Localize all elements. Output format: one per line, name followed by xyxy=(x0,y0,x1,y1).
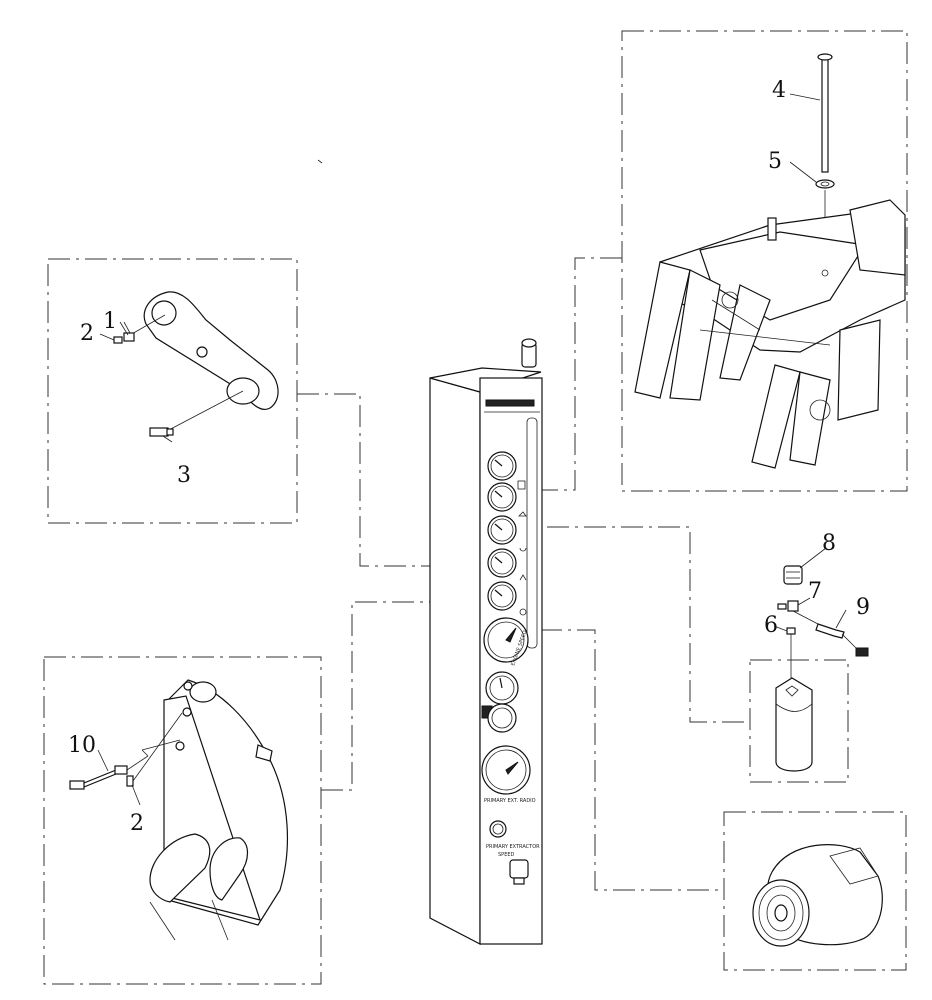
callout-7: 7 xyxy=(808,579,822,604)
instrument-column: ENGINE SPEED PRIMARY EXT. RADIO PRIMARY … xyxy=(429,338,543,945)
frame-sensor-bracket xyxy=(47,258,298,524)
callout-4: 4 xyxy=(772,78,786,103)
alternator xyxy=(752,844,883,947)
detail-frames xyxy=(43,30,908,985)
callout-5: 5 xyxy=(768,149,782,174)
svg-text:PRIMARY EXTRACTOR: PRIMARY EXTRACTOR xyxy=(486,844,540,850)
sensor-bracket xyxy=(113,291,279,437)
callout-numbers: 1 2 3 4 5 6 7 8 9 10 2 xyxy=(68,78,870,836)
svg-text:SPEED: SPEED xyxy=(498,852,515,858)
oil-filter-group xyxy=(775,565,869,772)
callout-9: 9 xyxy=(856,595,870,620)
frame-chassis xyxy=(621,30,908,492)
frame-alternator xyxy=(723,811,907,971)
chassis-assembly xyxy=(634,53,906,469)
callout-8: 8 xyxy=(822,531,836,556)
callout-2-bottom: 2 xyxy=(130,811,144,836)
stray-mark xyxy=(317,159,323,164)
callout-2-top: 2 xyxy=(80,321,94,346)
callout-3: 3 xyxy=(177,463,191,488)
frame-gearbox-cover xyxy=(43,656,322,985)
leader-lines xyxy=(297,257,750,891)
gauge-row xyxy=(487,451,517,611)
callout-1: 1 xyxy=(103,309,117,334)
callout-6: 6 xyxy=(764,613,778,638)
frame-oil-filter xyxy=(749,659,849,783)
gearbox-cover xyxy=(69,679,289,941)
callout-10: 10 xyxy=(68,733,96,758)
svg-text:PRIMARY EXT. RADIO: PRIMARY EXT. RADIO xyxy=(484,798,536,804)
callout-leaders xyxy=(97,93,847,806)
